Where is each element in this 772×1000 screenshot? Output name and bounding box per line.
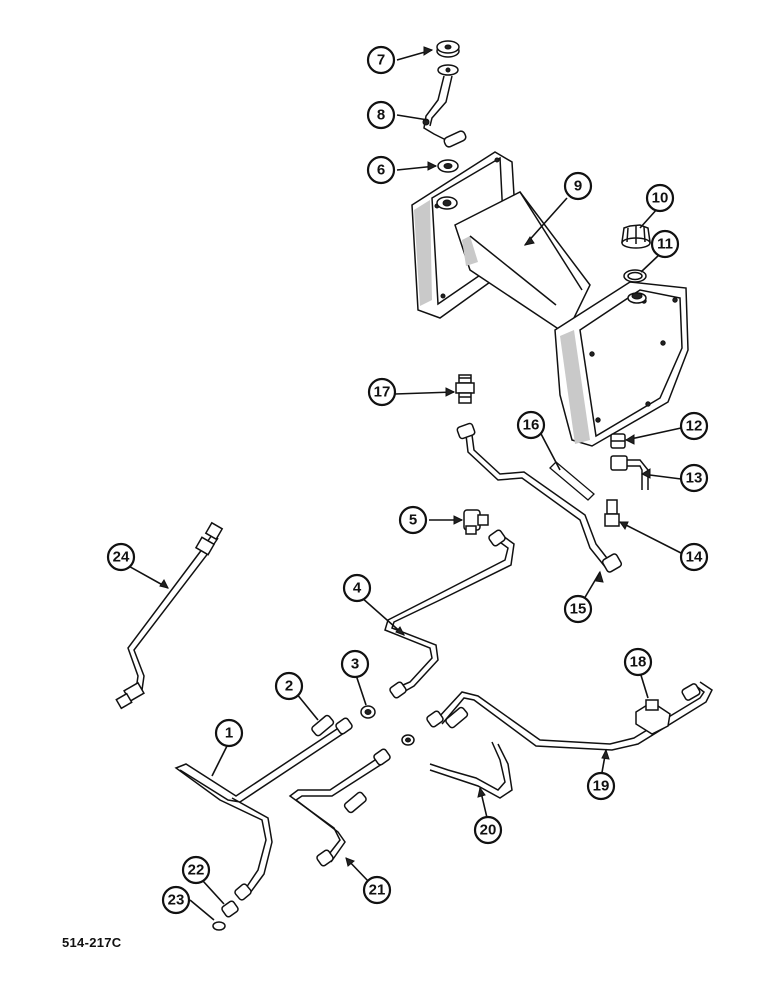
callout-3: 3 [340, 649, 370, 679]
svg-text:3: 3 [351, 656, 359, 673]
callout-16: 16 [516, 410, 546, 440]
svg-text:8: 8 [377, 107, 385, 124]
svg-text:14: 14 [686, 549, 703, 566]
callout-15: 15 [563, 594, 593, 624]
svg-text:16: 16 [523, 417, 540, 434]
callout-4: 4 [342, 573, 372, 603]
leader-lines [124, 46, 682, 921]
svg-text:6: 6 [377, 162, 385, 179]
callout-24: 24 [106, 542, 136, 572]
sleeve-near-21 [343, 791, 367, 814]
callout-9: 9 [563, 171, 593, 201]
callout-20: 20 [473, 815, 503, 845]
filler-seal [623, 269, 647, 283]
svg-text:23: 23 [168, 892, 185, 909]
callout-18: 18 [623, 647, 653, 677]
svg-text:10: 10 [652, 190, 669, 207]
svg-text:1: 1 [225, 725, 233, 742]
svg-text:5: 5 [409, 512, 417, 529]
callout-12: 12 [679, 411, 709, 441]
figure-code-label: 514-217C [62, 935, 122, 950]
svg-text:11: 11 [657, 236, 673, 253]
cable-strap [429, 741, 513, 799]
callout-17: 17 [367, 377, 397, 407]
fuel-pipe-21 [288, 748, 391, 867]
svg-text:19: 19 [593, 778, 610, 795]
fuel-pipe-1 [174, 717, 353, 901]
svg-text:13: 13 [686, 470, 703, 487]
callout-7: 7 [366, 45, 396, 75]
callout-10: 10 [645, 183, 675, 213]
sleeve-near-19 [445, 706, 469, 729]
callout-23: 23 [161, 885, 191, 915]
sender-washer [437, 159, 459, 173]
return-elbow [610, 455, 649, 490]
fuel-gauge-sender [422, 64, 467, 148]
fuel-tank [411, 151, 689, 447]
callout-2: 2 [274, 671, 304, 701]
tee-fitting [463, 509, 489, 535]
filler-cap [621, 224, 651, 249]
callout-13: 13 [679, 463, 709, 493]
fuel-pipe-15 [456, 422, 623, 573]
callouts: 7 8 6 9 10 11 12 13 [106, 45, 709, 915]
fuel-pipe-24 [115, 521, 224, 710]
nut-3 [360, 705, 376, 719]
fuel-pipe-4 [384, 529, 515, 699]
callout-1: 1 [214, 718, 244, 748]
svg-text:7: 7 [377, 52, 385, 69]
callout-22: 22 [181, 855, 211, 885]
sleeve-2 [311, 714, 335, 737]
svg-text:4: 4 [353, 580, 362, 597]
callout-6: 6 [366, 155, 396, 185]
svg-text:20: 20 [480, 822, 497, 839]
o-ring-23 [212, 921, 226, 931]
svg-text:17: 17 [374, 384, 391, 401]
callout-21: 21 [362, 875, 392, 905]
callout-14: 14 [679, 542, 709, 572]
svg-text:9: 9 [574, 178, 582, 195]
callout-11: 11 [650, 229, 680, 259]
svg-text:21: 21 [369, 882, 386, 899]
callout-5: 5 [398, 505, 428, 535]
svg-text:15: 15 [570, 601, 587, 618]
fuel-hose [549, 461, 595, 501]
sender-gasket-top [436, 40, 460, 58]
connector-fitting-14 [604, 499, 620, 527]
olive-22 [221, 900, 239, 918]
svg-text:22: 22 [188, 862, 205, 879]
svg-text:12: 12 [686, 418, 703, 435]
svg-text:2: 2 [285, 678, 293, 695]
union-fitting-17 [455, 374, 475, 404]
fuel-pipe-19 [426, 681, 713, 751]
callout-8: 8 [366, 100, 396, 130]
tank-outlet-fitting [610, 433, 626, 449]
svg-text:18: 18 [630, 654, 647, 671]
svg-text:24: 24 [113, 549, 130, 566]
callout-19: 19 [586, 771, 616, 801]
banjo-fitting-18 [635, 699, 671, 735]
nut-19-joint [401, 734, 415, 746]
